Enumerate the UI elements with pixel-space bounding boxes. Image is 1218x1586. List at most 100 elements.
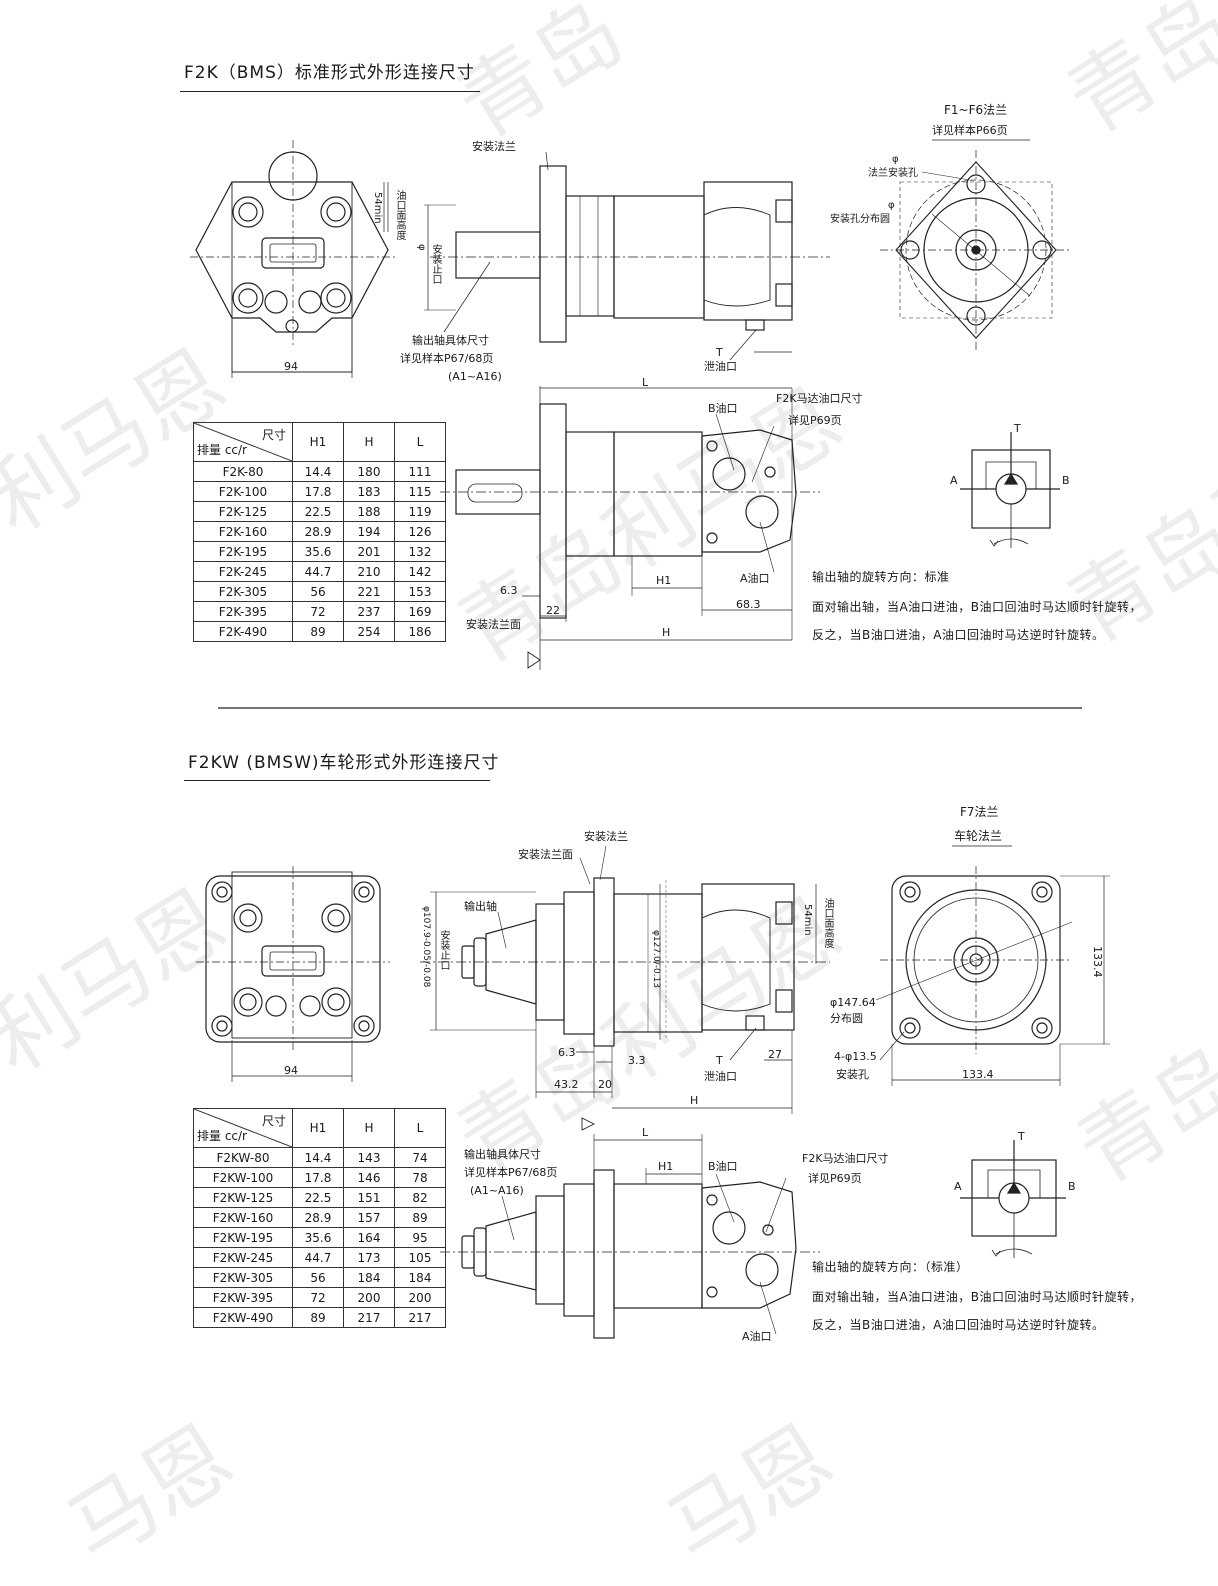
label-port-dims: F2K马达油口尺寸 <box>776 392 863 405</box>
label-wheel-flange: 车轮法兰 <box>954 829 1003 843</box>
label-mount-flange: 安装法兰 <box>472 140 516 153</box>
schematic-a: A <box>954 1180 962 1193</box>
column-header: H1 <box>292 1108 344 1148</box>
label-pilot: 安装止口 <box>438 930 449 970</box>
label-54min: 54min <box>802 904 813 936</box>
label-port-ref: 详见P69页 <box>808 1172 862 1185</box>
dim-94: 94 <box>284 1064 298 1077</box>
label-b-port: B油口 <box>708 402 738 415</box>
rotation-note-line2: 反之，当B油口进油，A油口回油时马达逆时针旋转。 <box>812 628 1105 642</box>
rotation-note-title: 输出轴的旋转方向：标准 <box>812 570 950 584</box>
dim-43-2: 43.2 <box>554 1078 579 1091</box>
label-flange-hole: 法兰安装孔 <box>868 168 918 179</box>
lower-view-f2kw <box>440 1134 820 1339</box>
section-title-f2k: F2K（BMS）标准形式外形连接尺寸 <box>184 63 475 83</box>
schematic-b: B <box>1062 474 1070 487</box>
label-t: T <box>716 1054 723 1067</box>
label-flange-series: F1~F6法兰 <box>944 103 1008 117</box>
label-mount-face: 安装法兰面 <box>518 848 573 861</box>
lower-view-f2k <box>440 386 820 670</box>
schematic-b: B <box>1068 1180 1076 1193</box>
title-underline <box>184 780 490 781</box>
label-shaft-ref: 详见样本P67/68页 <box>464 1166 558 1179</box>
dim-l: L <box>642 1126 649 1139</box>
table-header-corner: 尺寸 排量 cc/r <box>193 1108 293 1148</box>
label-dia-107-9: φ107.9-0.05/-0.08 <box>421 906 431 988</box>
label-t: T <box>716 346 723 359</box>
title-underline <box>180 91 480 92</box>
rotation-note-title: 输出轴的旋转方向：（标准） <box>812 1260 969 1274</box>
label-drain: 泄油口 <box>704 1070 737 1083</box>
label-shaft-dims: 输出轴具体尺寸 <box>464 1148 541 1161</box>
label-phi-2: φ <box>888 200 895 211</box>
dim-3-3: 3.3 <box>628 1054 646 1067</box>
front-view-f2k <box>190 140 398 378</box>
label-holes: 4-φ13.5 <box>834 1050 877 1063</box>
label-a-port: A油口 <box>740 572 770 585</box>
flange-view-f7 <box>875 845 1110 1086</box>
label-a-port: A油口 <box>742 1330 772 1343</box>
column-header: H <box>343 422 395 462</box>
schematic-t: T <box>1018 1130 1025 1143</box>
label-output-shaft: 输出轴 <box>464 900 497 913</box>
dim-l: L <box>642 376 649 389</box>
label-drain: 泄油口 <box>704 360 737 373</box>
label-b-port: B油口 <box>708 1160 738 1173</box>
label-port-face-height: 油口面高度 <box>394 190 405 240</box>
dim-h: H <box>690 1094 699 1107</box>
label-flange-series: F7法兰 <box>960 805 999 819</box>
label-shaft-range: (A1~A16) <box>448 370 502 383</box>
dim-22: 22 <box>546 604 560 617</box>
label-mount-hole: 安装孔 <box>836 1068 869 1081</box>
label-mount-flange: 安装法兰 <box>584 830 628 843</box>
rotation-note-line1: 面对输出轴，当A油口进油，B油口回油时马达顺时针旋转， <box>812 1290 1142 1304</box>
section-title-f2kw: F2KW (BMSW)车轮形式外形连接尺寸 <box>188 753 500 773</box>
table-header-corner: 尺寸 排量 cc/r <box>193 422 293 462</box>
technical-drawing <box>190 139 1110 1339</box>
side-view-f2kw <box>420 845 830 1131</box>
dim-6-3: 6.3 <box>558 1046 576 1059</box>
label-dist-circle: 分布圆 <box>830 1012 863 1025</box>
dim-h1: H1 <box>656 574 672 587</box>
label-port-dims: F2K马达油口尺寸 <box>802 1152 889 1165</box>
label-port-ref: 详见P69页 <box>788 414 842 427</box>
rotation-note-line1: 面对输出轴，当A油口进油，B油口回油时马达顺时针旋转， <box>812 600 1142 614</box>
dim-133-4-vertical: 133.4 <box>1091 946 1104 978</box>
hydraulic-schematic-1 <box>960 432 1060 548</box>
column-header: H1 <box>292 422 344 462</box>
dim-h1: H1 <box>658 1160 674 1173</box>
front-view-f2kw <box>196 866 390 1082</box>
label-shaft-ref: 详见样本P67/68页 <box>400 352 494 365</box>
label-shaft-range: (A1~A16) <box>470 1184 524 1197</box>
column-header: L <box>394 422 446 462</box>
dim-20: 20 <box>598 1078 612 1091</box>
dim-6-3: 6.3 <box>500 584 518 597</box>
dim-133-4-horizontal: 133.4 <box>962 1068 994 1081</box>
column-header: H <box>343 1108 395 1148</box>
dim-94: 94 <box>284 360 298 373</box>
label-pilot: 安装止口 <box>430 244 441 284</box>
schematic-t: T <box>1014 422 1021 435</box>
column-header: L <box>394 1108 446 1148</box>
label-phi-3: φ <box>416 244 427 251</box>
label-mount-face: 安装法兰面 <box>466 618 521 631</box>
side-view-f2k <box>383 151 830 361</box>
label-hole-circle: 安装孔分布圆 <box>830 214 890 225</box>
hydraulic-schematic-2 <box>960 1140 1066 1258</box>
